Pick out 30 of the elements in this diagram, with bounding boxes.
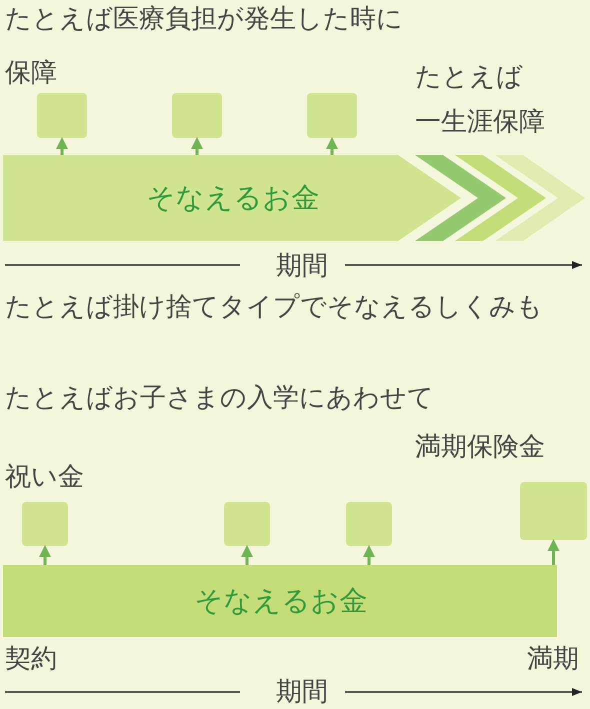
arrow [56,137,68,155]
arrow [191,137,203,155]
payout-box [172,93,222,138]
payout-box [520,482,587,540]
axis-label: 期間 [275,676,329,708]
arrow [363,545,375,565]
payout-box [346,502,392,546]
arrow [241,545,253,565]
band-label: そなえるお金 [194,584,368,618]
savings-band [3,565,557,637]
savings-band [3,155,585,241]
payout-box [22,502,68,546]
caption-text: 満期 [527,643,579,675]
caption-text: たとえば [415,61,523,93]
note-text: たとえば掛け捨てタイプでそなえるしくみも [5,291,543,323]
caption-text: 保障 [5,57,57,89]
payout-box [307,93,357,138]
axis-label: 期間 [275,250,329,282]
payout-box [224,502,270,546]
caption-text: 満期保険金 [415,431,545,463]
heading: たとえばお子さまの入学にあわせて [5,382,434,414]
caption-text: 一生涯保障 [415,106,545,138]
band-label: そなえるお金 [146,181,320,215]
payout-box [37,93,87,138]
arrow [548,539,560,565]
heading: たとえば医療負担が発生した時に [5,3,403,35]
caption-text: 契約 [5,643,57,675]
arrow [39,545,51,565]
caption-text: 祝い金 [5,461,84,493]
arrow [326,137,338,155]
